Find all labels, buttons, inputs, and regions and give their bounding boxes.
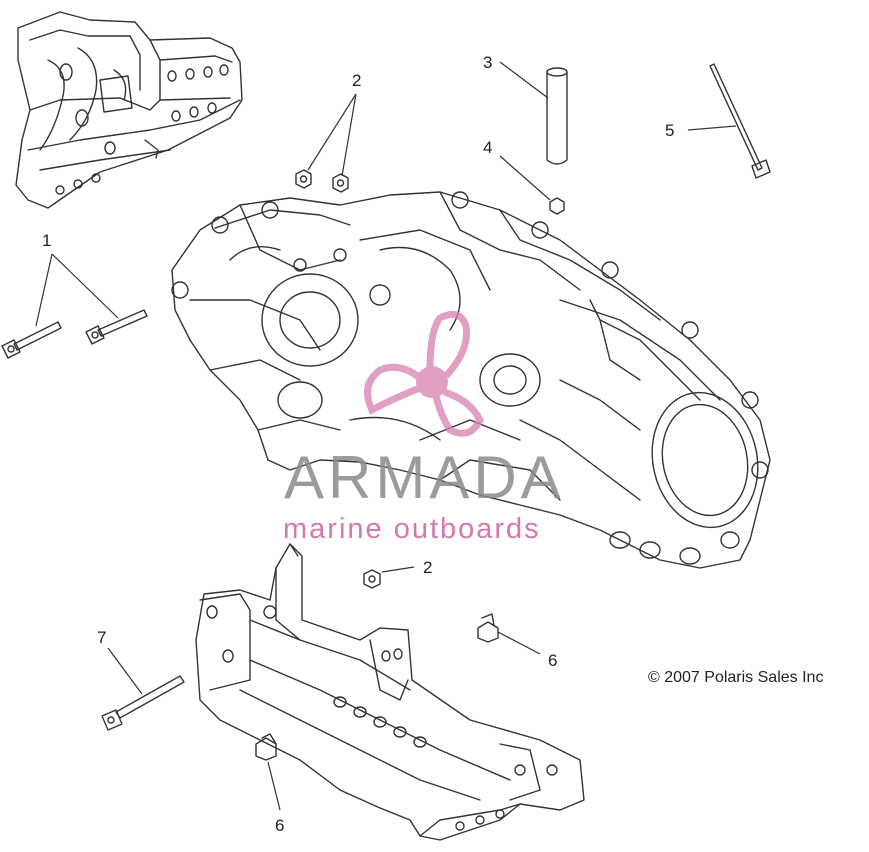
leader-1a (35, 253, 53, 327)
leader-2c (381, 566, 415, 573)
callout-4: 4 (483, 138, 493, 157)
watermark-subtitle: marine outboards (283, 513, 541, 545)
leader-6b (267, 761, 281, 811)
bolt-1-left (1, 321, 62, 359)
upper-mount-bracket (15, 11, 243, 209)
leader-2b (341, 93, 357, 177)
leader-6a (497, 631, 541, 655)
callout-2-center: 2 (423, 558, 433, 577)
copyright-notice: © 2007 Polaris Sales Inc (648, 669, 824, 686)
callout-5: 5 (665, 121, 675, 140)
leader-3 (499, 61, 549, 99)
pin-3 (546, 67, 568, 165)
nut-2-right (332, 173, 349, 193)
bolt-6-right (477, 613, 499, 643)
watermark-title: ARMADA (284, 444, 565, 511)
callout-6-bottom: 6 (275, 816, 285, 835)
leader-5 (687, 125, 737, 131)
callout-2-top: 2 (352, 71, 362, 90)
callout-6-right: 6 (548, 651, 558, 670)
transmission-housing (171, 191, 771, 569)
leader-1b (51, 253, 119, 319)
bolt-7 (101, 675, 185, 731)
callout-3: 3 (483, 53, 493, 72)
bolt-6-bottom (255, 733, 277, 761)
nut-4 (549, 197, 565, 215)
nut-2-left (295, 169, 312, 189)
leader-7 (107, 647, 143, 695)
leader-2a (307, 93, 357, 171)
bolt-5 (709, 63, 771, 179)
callout-1: 1 (42, 231, 52, 250)
leader-lines (35, 61, 737, 811)
bolt-1-right (85, 309, 148, 345)
callout-7: 7 (97, 628, 107, 647)
leader-4 (499, 155, 551, 201)
armada-logo-icon (364, 310, 484, 437)
nut-2-center (363, 569, 381, 589)
lower-mount-bracket (195, 543, 585, 841)
